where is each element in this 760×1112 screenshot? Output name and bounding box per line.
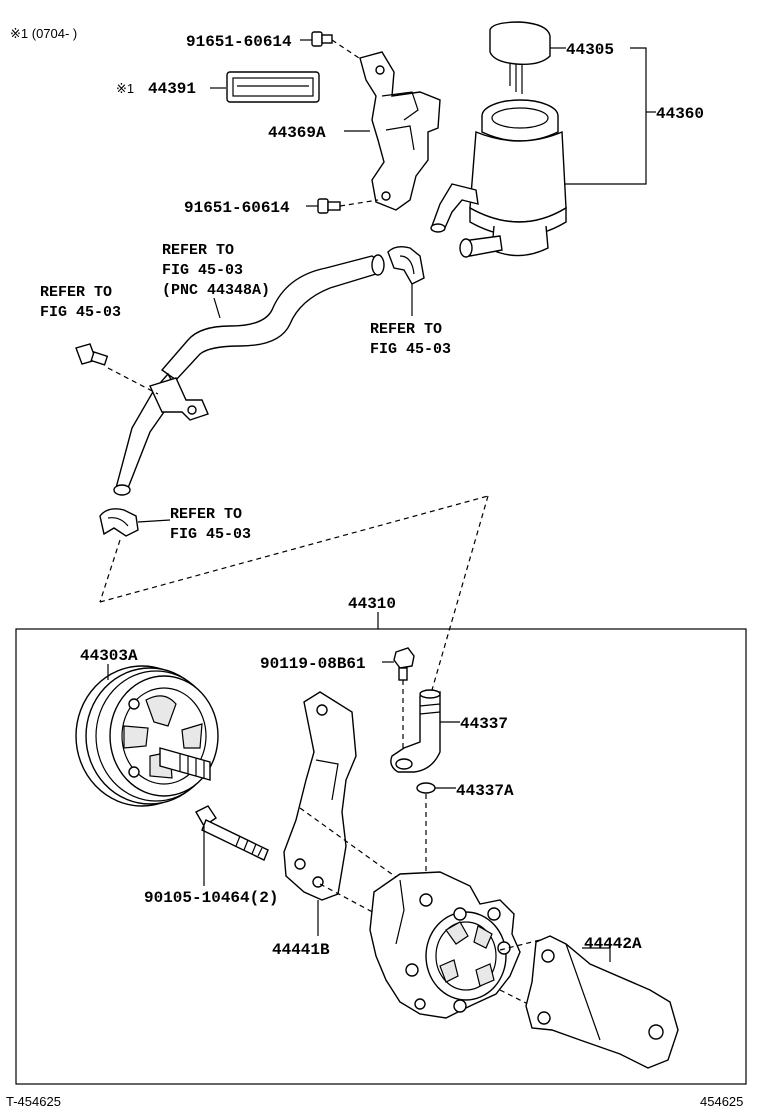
label-plate-mark: ※1 <box>116 81 134 96</box>
pulley-label[interactable]: 44303A <box>80 647 138 665</box>
union-label[interactable]: 44337 <box>460 715 508 733</box>
bolt-upper-label[interactable]: 91651-60614 <box>186 33 292 51</box>
left-ref-line1[interactable]: REFER TO <box>40 284 112 301</box>
pump-bolt-icon <box>195 805 269 861</box>
bottom-ref-line1[interactable]: REFER TO <box>170 506 242 523</box>
bolt-upper-icon <box>311 31 333 47</box>
bottom-ref-line2[interactable]: FIG 45-03 <box>170 526 251 543</box>
clamp-ref-line1[interactable]: REFER TO <box>370 321 442 338</box>
bolt-lower-icon <box>317 198 341 214</box>
reservoir-bracket-icon <box>359 51 441 211</box>
hose-ref-line1[interactable]: REFER TO <box>162 242 234 259</box>
union-bolt-icon <box>393 647 415 681</box>
assembly-label[interactable]: 44310 <box>348 595 396 613</box>
footer-code-right: 454625 <box>700 1094 743 1109</box>
pump-bracket-left-icon <box>283 691 357 901</box>
pressure-union-icon <box>390 689 441 773</box>
left-ref-line2[interactable]: FIG 45-03 <box>40 304 121 321</box>
reservoir-bracket-label[interactable]: 44369A <box>268 124 326 142</box>
hose-ref-line3[interactable]: (PNC 44348A) <box>162 282 270 299</box>
cap-label[interactable]: 44305 <box>566 41 614 59</box>
suction-hose-icon <box>113 254 385 496</box>
label-plate-icon <box>226 71 320 103</box>
bolt-lower-label[interactable]: 91651-60614 <box>184 199 290 217</box>
label-plate-label[interactable]: 44391 <box>148 80 196 98</box>
hose-clamp-lower-icon <box>99 508 139 537</box>
footer-code-left: T-454625 <box>6 1094 61 1109</box>
pulley-icon <box>75 665 219 807</box>
reservoir-cap-icon <box>489 21 551 94</box>
o-ring-icon <box>416 782 436 794</box>
bracket-right-label[interactable]: 44442A <box>584 935 642 953</box>
applicability-note: ※1 (0704- ) <box>10 26 77 41</box>
power-steering-pump-icon <box>369 871 521 1019</box>
reservoir-tank-icon <box>430 99 567 258</box>
clamp-ref-line2[interactable]: FIG 45-03 <box>370 341 451 358</box>
pump-bolt-label[interactable]: 90105-10464(2) <box>144 889 278 907</box>
hose-clamp-upper-icon <box>387 245 425 285</box>
union-bolt-label[interactable]: 90119-08B61 <box>260 655 366 673</box>
bracket-left-label[interactable]: 44441B <box>272 941 330 959</box>
bolt-left-icon <box>75 343 109 366</box>
reservoir-label[interactable]: 44360 <box>656 105 704 123</box>
pump-assembly-frame <box>15 628 747 1085</box>
o-ring-label[interactable]: 44337A <box>456 782 514 800</box>
pump-bracket-right-icon <box>525 935 679 1069</box>
hose-ref-line2[interactable]: FIG 45-03 <box>162 262 243 279</box>
